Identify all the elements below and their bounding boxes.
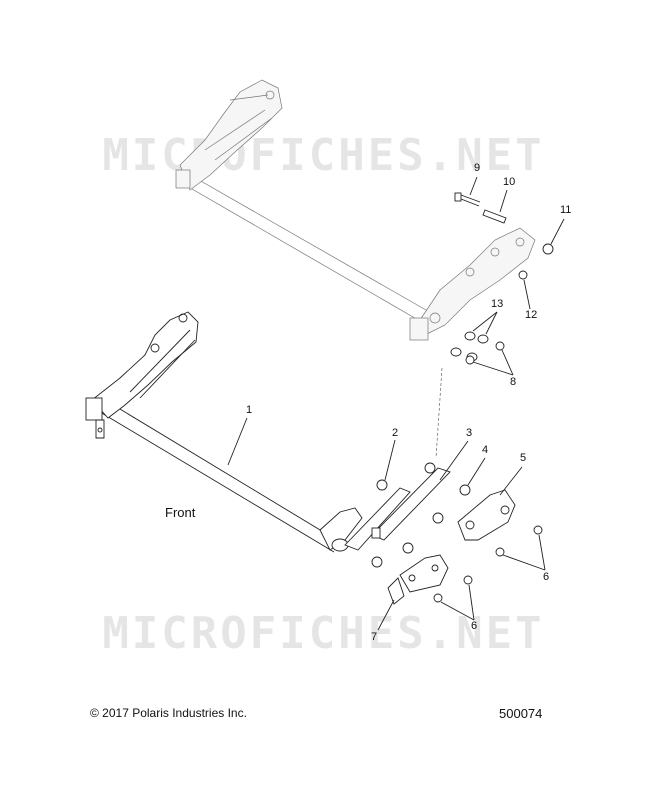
callout-12: 12 — [525, 309, 538, 321]
callout-3: 3 — [466, 427, 473, 439]
bolt-9 — [454, 192, 462, 202]
callout-10: 10 — [503, 176, 516, 188]
callout-1: 1 — [246, 404, 253, 416]
callout-11: 11 — [560, 204, 572, 216]
plate-5 — [457, 489, 516, 541]
figure-number: 500074 — [499, 706, 543, 721]
watermark-top: MICROFICHES.NET — [102, 130, 545, 181]
callout-13: 13 — [491, 298, 504, 310]
front-hardware — [371, 462, 543, 605]
callout-6-upper: 6 — [543, 571, 550, 583]
rear-hardware — [450, 192, 554, 365]
nut-4 — [459, 484, 471, 496]
plate-7 — [399, 554, 449, 593]
pin-10 — [482, 209, 507, 224]
callout-9: 9 — [474, 162, 481, 174]
copyright-notice: © 2017 Polaris Industries Inc. — [90, 706, 247, 720]
leader-lines — [227, 176, 565, 631]
bolt-12 — [518, 270, 528, 280]
callout-4: 4 — [482, 444, 489, 456]
front-assembly — [85, 311, 451, 553]
callout-2: 2 — [392, 427, 399, 439]
nut-2 — [376, 479, 388, 491]
callout-8: 8 — [510, 376, 517, 388]
callout-6-lower: 6 — [471, 620, 478, 632]
rear-assembly-ghost — [175, 79, 536, 341]
callout-7: 7 — [371, 631, 378, 643]
nut-11 — [542, 243, 554, 255]
front-direction-label: Front — [165, 505, 196, 520]
callout-5: 5 — [520, 452, 527, 464]
